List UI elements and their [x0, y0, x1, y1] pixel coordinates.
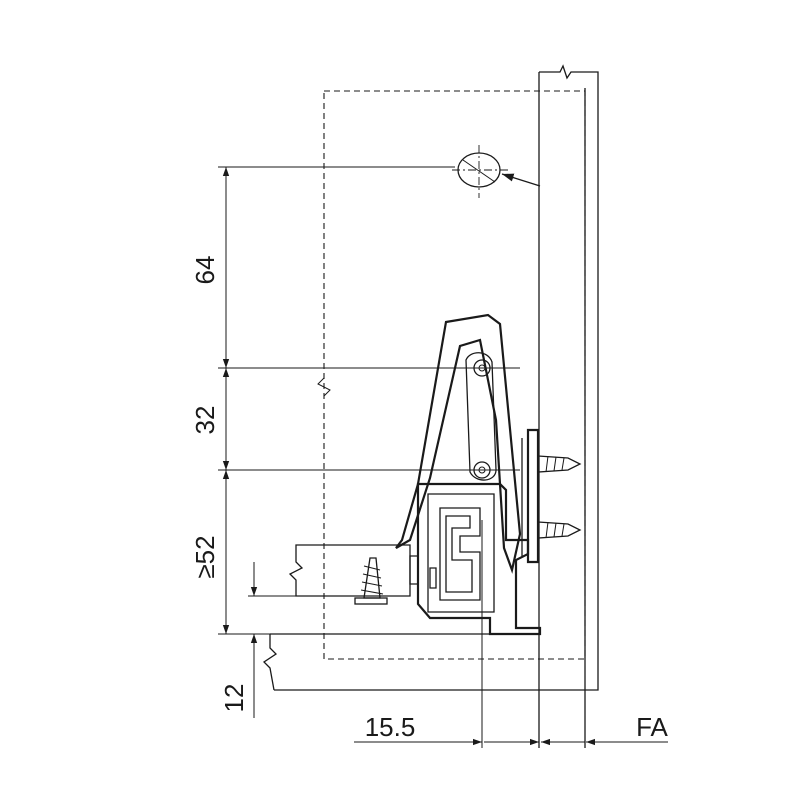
dim-64-label: 64	[190, 256, 220, 285]
wood-screw-icon	[354, 557, 388, 605]
dim-min-52-label: ≥52	[190, 535, 220, 578]
dim-12-label: 12	[219, 684, 249, 713]
drawer-bottom-panel	[262, 633, 540, 691]
runner-bracket	[395, 313, 522, 574]
drawer-side-board	[288, 544, 411, 597]
cabinet-screw-lower-icon	[537, 521, 582, 539]
dim-fa-label: FA	[636, 712, 668, 742]
drawer-box-outline	[323, 90, 586, 660]
break-mark	[317, 377, 331, 397]
dim-32-label: 32	[190, 406, 220, 435]
cam-hole	[452, 145, 541, 198]
horizontal-dimension-lines	[354, 520, 668, 748]
mounting-plate	[521, 428, 540, 564]
cabinet-side-panel	[274, 64, 599, 748]
cabinet-screw-upper-icon	[537, 455, 582, 473]
vertical-dimension-lines	[222, 167, 258, 718]
runner-profile	[409, 482, 542, 636]
dim-15-5-label: 15.5	[365, 712, 416, 742]
